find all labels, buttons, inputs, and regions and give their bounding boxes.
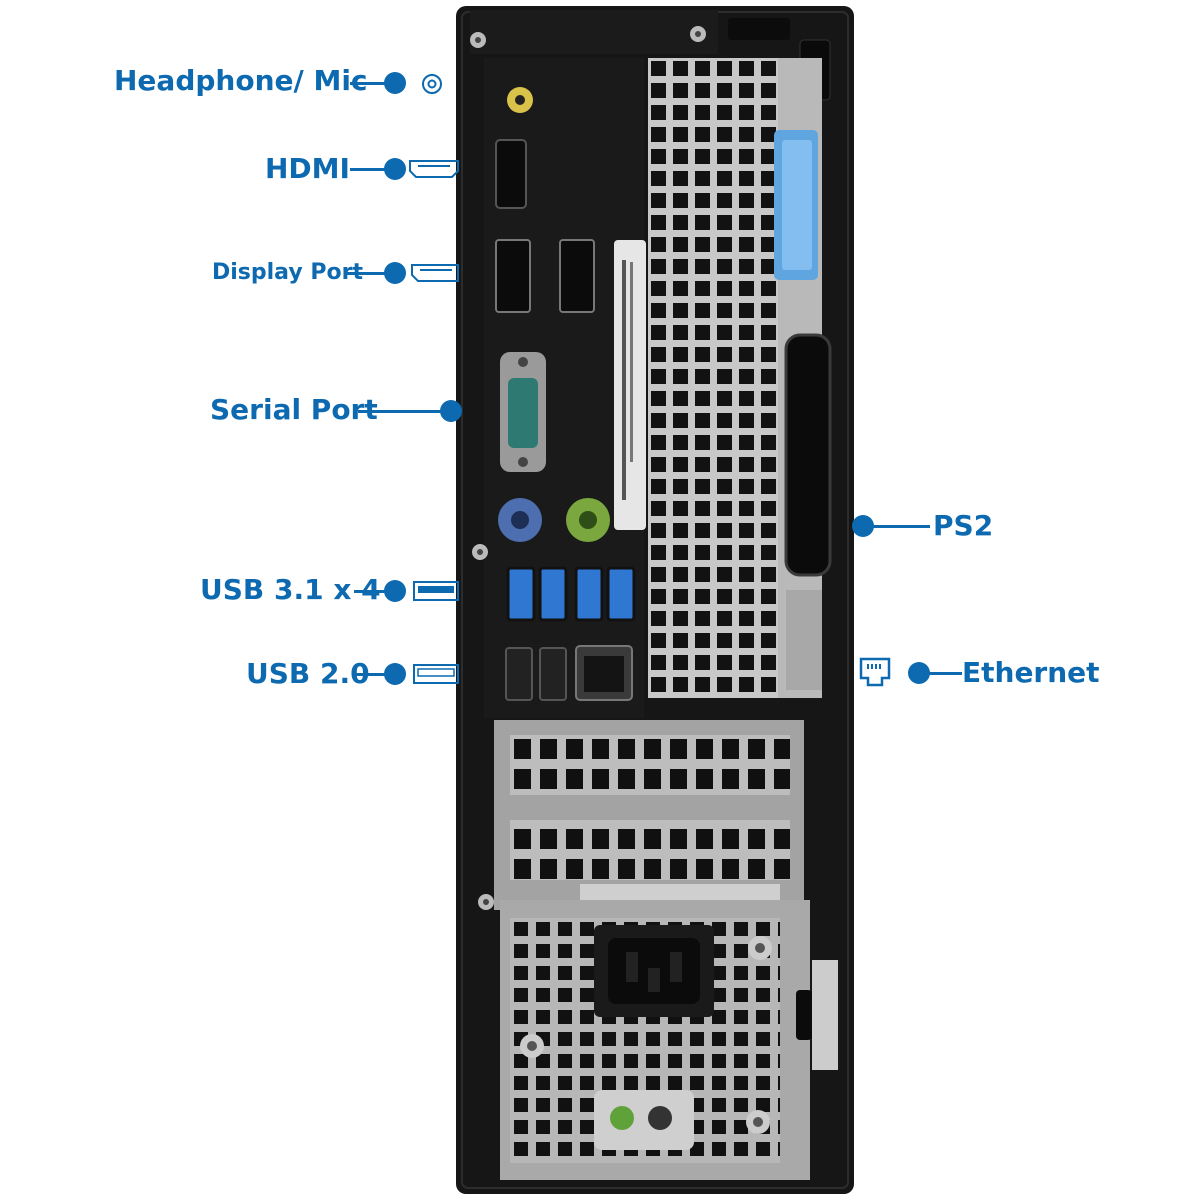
ps2-marker xyxy=(852,515,874,537)
usb3-port xyxy=(506,566,536,622)
displayport-icon xyxy=(411,264,459,282)
usb20-leader xyxy=(352,673,394,676)
display-port-leader xyxy=(346,272,392,275)
ps2-leader xyxy=(870,525,930,528)
expansion-slot xyxy=(510,820,790,880)
usb20-marker xyxy=(384,663,406,685)
serial-port-label: Serial Port xyxy=(210,393,378,426)
usb3-port xyxy=(574,566,604,622)
usb3-port xyxy=(606,566,636,622)
ethernet-port-icon xyxy=(859,657,891,687)
usb2-port-icon xyxy=(413,664,459,684)
ps2-label: PS2 xyxy=(933,509,994,542)
psu-led xyxy=(610,1106,634,1130)
hdmi-port-icon xyxy=(409,160,459,178)
hdmi-marker xyxy=(384,158,406,180)
usb3-port-icon xyxy=(413,581,459,601)
usb31-marker xyxy=(384,580,406,602)
headphone-jack-icon xyxy=(422,74,442,94)
usb2-port xyxy=(539,647,567,701)
headphone-mic-marker xyxy=(384,72,406,94)
headphone-mic-label: Headphone/ Mic xyxy=(114,64,368,97)
ethernet-leader xyxy=(926,672,962,675)
headphone-mic-leader xyxy=(350,82,392,85)
usb3-port xyxy=(538,566,568,622)
serial-port-leader xyxy=(358,410,444,413)
usb2-port xyxy=(505,647,533,701)
usb31-leader xyxy=(354,590,394,593)
expansion-slot xyxy=(510,735,790,795)
ventilation-grill xyxy=(648,58,778,698)
usb20-label: USB 2.0 xyxy=(246,657,370,690)
display-port-marker xyxy=(384,262,406,284)
displayport-2 xyxy=(559,239,595,313)
ethernet-marker xyxy=(908,662,930,684)
serial-port-marker xyxy=(440,400,462,422)
displayport-1 xyxy=(495,239,531,313)
hdmi-leader xyxy=(350,168,390,171)
display-port-label: Display Port xyxy=(212,260,363,285)
hdmi-port xyxy=(495,139,527,209)
ethernet-label: Ethernet xyxy=(962,656,1100,689)
hdmi-label: HDMI xyxy=(265,152,350,185)
usb31-label: USB 3.1 x 4 xyxy=(200,573,381,606)
